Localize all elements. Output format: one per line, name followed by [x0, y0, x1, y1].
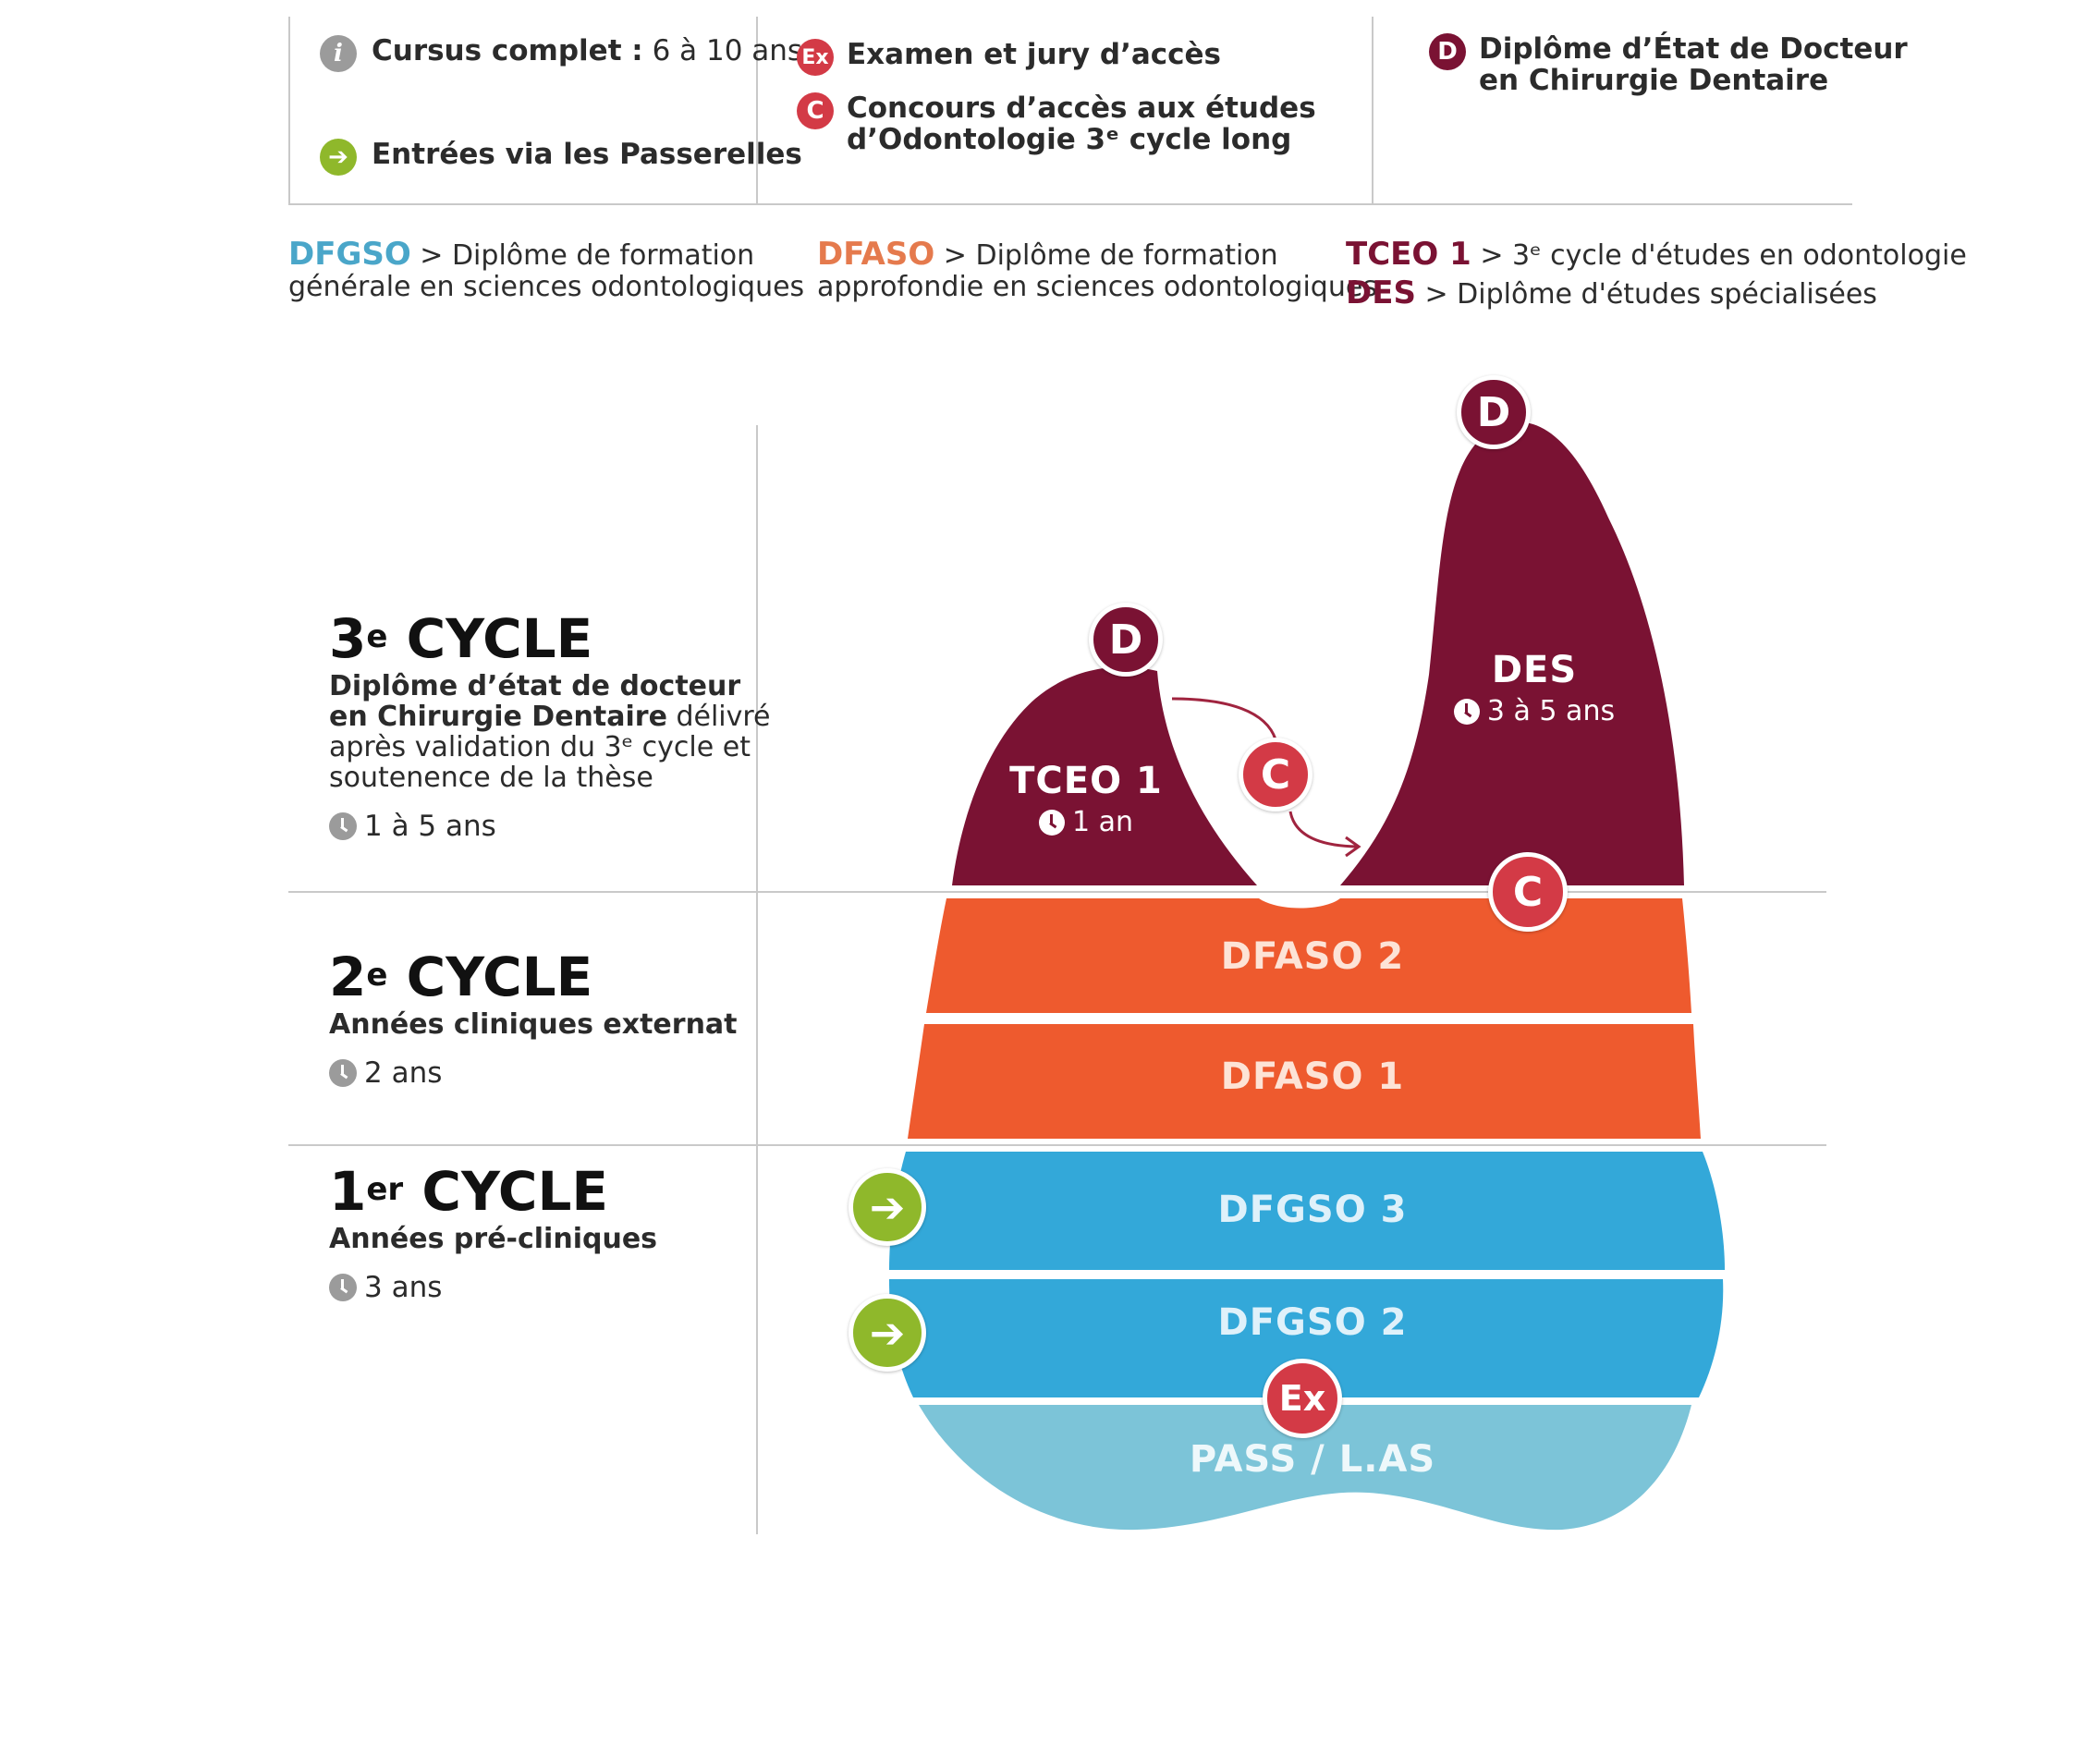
legend-cursus-value: 6 à 10 ans	[652, 34, 803, 67]
cycle-2-description: Années cliniques externat	[329, 1008, 738, 1041]
legend-diplome-line2: en Chirurgie Dentaire	[1479, 64, 1829, 97]
des-label: DES	[1491, 649, 1578, 691]
legend-diplome-line1: Diplôme d’État de Docteur	[1479, 32, 1908, 66]
transition-arrow-top	[1171, 697, 1277, 740]
cycle-1-duration: 3 ans	[329, 1271, 657, 1304]
abbr-dfgso: DFGSO > Diplôme de formation générale en…	[288, 238, 804, 303]
legend-passerelles-label: Entrées via les Passerelles	[372, 138, 802, 171]
legend-exam-label: Examen et jury d’accès	[847, 38, 1222, 71]
diploma-badge-icon: D	[1429, 33, 1466, 70]
abbr-tceo-des: TCEO 1 > 3ᵉ cycle d'études en odontologi…	[1346, 238, 1967, 311]
cycle-column-divider	[756, 425, 758, 1534]
legend-cursus-label: Cursus complet :	[372, 34, 643, 67]
concours-badge-icon: C	[797, 92, 834, 129]
passerelle-arrow-dfgso-3: ➔	[849, 1168, 926, 1246]
legend-bottom-rule	[288, 203, 1852, 205]
abbr-des-key: DES	[1346, 275, 1416, 311]
abbr-tceo-key: TCEO 1	[1346, 236, 1471, 273]
abbr-dfgso-key: DFGSO	[288, 236, 411, 273]
cycle-2-duration: 2 ans	[329, 1056, 738, 1090]
dfaso-2-label: DFASO 2	[1220, 935, 1405, 978]
passerelle-arrow-dfgso-2: ➔	[849, 1294, 926, 1372]
legend-concours-line2: d’Odontologie 3ᵉ cycle long	[847, 123, 1292, 156]
cycle-1-description: Années pré-cliniques	[329, 1223, 658, 1255]
des-duration: 3 à 5 ans	[1433, 695, 1636, 727]
tceo-duration: 1 an	[1007, 806, 1165, 838]
abbr-dfgso-line2: générale en sciences odontologiques	[288, 271, 805, 303]
cycle-3-duration: 1 à 5 ans	[329, 810, 771, 843]
band-dfaso-1	[908, 1024, 1701, 1139]
legend-cursus: i Cursus complet : 6 à 10 ans	[320, 35, 802, 72]
abbr-dfaso: DFASO > Diplôme de formation approfondie…	[817, 238, 1377, 303]
legend-passerelles: ➔ Entrées via les Passerelles	[320, 139, 802, 176]
concours-badge-transition: C	[1239, 738, 1312, 811]
clock-icon	[1453, 698, 1480, 725]
cycle-1-title: 1er CYCLE	[329, 1160, 609, 1223]
abbr-dfaso-line2: approfondie en sciences odontologiques	[817, 271, 1377, 303]
clock-icon	[329, 812, 357, 840]
clock-icon	[329, 1274, 357, 1301]
cycle-3-title: 3e CYCLE	[329, 607, 593, 670]
abbr-dfaso-key: DFASO	[817, 236, 935, 273]
legend-diplome: D Diplôme d’État de Docteur en Chirurgie…	[1429, 33, 1908, 96]
clock-icon	[329, 1059, 357, 1087]
legend-divider-right	[1372, 17, 1374, 205]
tceo-label: TCEO 1	[1009, 760, 1163, 802]
legend-concours-line1: Concours d’accès aux études	[847, 92, 1316, 125]
cycle-3-2-separator	[288, 891, 1826, 893]
cycle-1-label: 1er CYCLE Années pré-cliniques 3 ans	[329, 1163, 657, 1304]
legend-divider-left	[288, 17, 290, 205]
diploma-badge-des: D	[1457, 375, 1531, 449]
info-icon: i	[320, 35, 357, 72]
diploma-badge-tceo: D	[1089, 603, 1163, 677]
dfaso-1-label: DFASO 1	[1220, 1056, 1405, 1098]
band-dfgso-2	[889, 1279, 1724, 1397]
band-dfaso-2	[926, 898, 1691, 1013]
cycle-2-label: 2e CYCLE Années cliniques externat 2 ans	[329, 948, 738, 1090]
arrow-right-icon: ➔	[869, 1182, 906, 1232]
legend-exam: Ex Examen et jury d’accès	[797, 39, 1221, 76]
abbr-des-text: > Diplôme d'études spécialisées	[1415, 278, 1877, 311]
peak-des	[1340, 421, 1684, 885]
pass-las-label: PASS / L.AS	[1189, 1438, 1436, 1481]
transition-arrow-bottom	[1288, 811, 1358, 848]
exam-badge-pass: Ex	[1263, 1359, 1342, 1438]
abbr-dfaso-line1: > Diplôme de formation	[934, 239, 1278, 272]
cycle-3-description: Diplôme d’état de docteur en Chirurgie D…	[329, 670, 771, 794]
arrow-right-icon: ➔	[869, 1308, 906, 1358]
arrow-right-icon: ➔	[320, 139, 357, 176]
dfgso-2-label: DFGSO 2	[1217, 1301, 1408, 1344]
abbr-dfgso-line1: > Diplôme de formation	[410, 239, 755, 272]
arrow-head-icon	[1345, 836, 1361, 858]
band-pass-las	[919, 1405, 1691, 1531]
cycle-3-label: 3e CYCLE Diplôme d’état de docteur en Ch…	[329, 610, 771, 843]
peak-tceo-1	[952, 666, 1257, 885]
clock-icon	[1038, 809, 1065, 836]
legend-divider-mid	[756, 17, 758, 205]
cycle-2-title: 2e CYCLE	[329, 946, 593, 1008]
cycle-2-1-separator	[288, 1144, 1826, 1146]
abbr-tceo-text: > 3ᵉ cycle d'études en odontologie	[1471, 239, 1967, 272]
exam-badge-icon: Ex	[797, 39, 834, 76]
concours-badge-dfaso: C	[1488, 852, 1568, 932]
dfgso-3-label: DFGSO 3	[1217, 1189, 1408, 1231]
band-dfgso-3	[889, 1152, 1725, 1270]
legend-concours: C Concours d’accès aux études d’Odontolo…	[797, 92, 1316, 155]
